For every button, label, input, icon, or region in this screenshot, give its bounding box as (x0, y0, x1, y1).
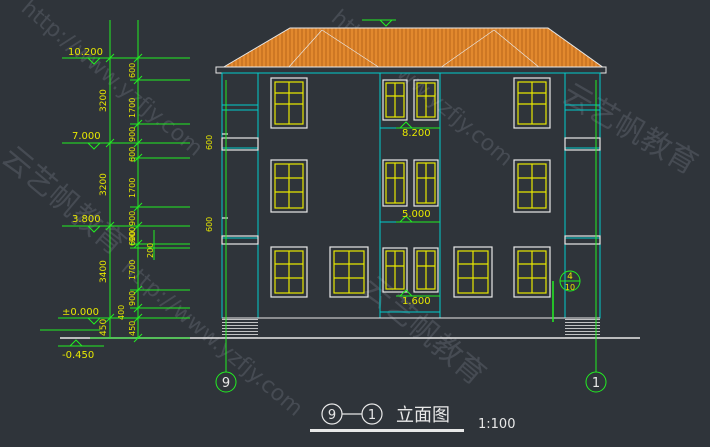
window (413, 79, 439, 121)
elevation-label: 7.000 (72, 131, 101, 142)
windows (270, 77, 551, 298)
inner-dimensions: 600 900 1700 600 900 1700 600 900 1700 9… (117, 63, 214, 336)
drawing-title-block: 9 1 立面图 1:100 (310, 403, 515, 432)
outer-dimensions: 3200 3200 3400 450 (99, 89, 109, 336)
window (382, 247, 408, 293)
dimension-text: 3400 (99, 260, 109, 283)
axis-label: 9 (222, 376, 230, 391)
axis-markers: 9 1 (215, 80, 607, 393)
watermark-text: 云艺帆教育 (355, 269, 492, 392)
dimension-text: 1700 (128, 98, 137, 118)
window (270, 246, 308, 298)
axis-bubble (585, 371, 607, 393)
dimension-text: 1700 (128, 178, 137, 198)
dimension-lines (40, 20, 190, 343)
dimension-text: 450 (128, 321, 137, 336)
dimension-text: 600 (205, 135, 214, 150)
title-axis-start: 9 (328, 408, 336, 423)
elevation-label: 3.800 (72, 214, 101, 225)
dimension-text: 600 (128, 147, 137, 162)
dimension-text: 600 (205, 217, 214, 232)
dimension-text: 900 (128, 227, 137, 242)
dimension-text: 900 (128, 291, 137, 306)
dimension-text: 900 (128, 127, 137, 142)
detail-callout-number: 4 (567, 272, 573, 282)
detail-callout: 4 10 (552, 270, 581, 322)
balconies (221, 133, 601, 245)
inner-elevation-label: 8.200 (402, 128, 431, 139)
inner-elevation-label: 5.000 (402, 209, 431, 220)
window (513, 246, 551, 298)
detail-callout-sheet: 10 (565, 283, 575, 292)
dimension-text: 200 (146, 243, 155, 258)
window (413, 247, 439, 293)
facade (221, 72, 601, 319)
watermark-text: 云艺帆教育 (0, 139, 132, 262)
drawing-scale: 1:100 (478, 417, 515, 432)
window (453, 246, 493, 298)
dimension-text: 400 (117, 305, 126, 320)
watermark-text: http://www.yzfjy.com (16, 0, 207, 162)
window (513, 159, 551, 213)
window (270, 77, 308, 129)
title-axis-end: 1 (368, 408, 376, 423)
window (413, 159, 439, 207)
axis-label: 1 (592, 376, 600, 391)
window (513, 77, 551, 129)
dimension-text: 600 (128, 63, 137, 78)
dimension-text: 1700 (128, 260, 137, 280)
window (329, 246, 369, 298)
plinth (222, 317, 600, 338)
watermark-text: 云艺帆教育 (556, 77, 703, 182)
inner-elevation-labels: 8.200 5.000 1.600 (396, 121, 440, 307)
elevation-label: 10.200 (68, 47, 103, 58)
window (270, 159, 308, 213)
inner-elevation-label: 1.600 (402, 296, 431, 307)
dimension-text: 600 (128, 231, 137, 246)
elevation-label: -0.450 (62, 350, 94, 361)
dimension-text: 450 (99, 319, 109, 336)
elevation-label: ±0.000 (62, 307, 99, 318)
window (382, 79, 408, 121)
elevation-labels: 10.200 7.000 3.800 ±0.000 -0.450 (62, 47, 103, 361)
dimension-text: 900 (128, 211, 137, 226)
window (382, 159, 408, 207)
dimension-text: 3200 (99, 89, 109, 112)
elevation-markers (58, 19, 396, 347)
roof (215, 27, 607, 74)
dimension-text: 3200 (99, 173, 109, 196)
axis-bubble (215, 371, 237, 393)
drawing-title: 立面图 (396, 405, 450, 426)
